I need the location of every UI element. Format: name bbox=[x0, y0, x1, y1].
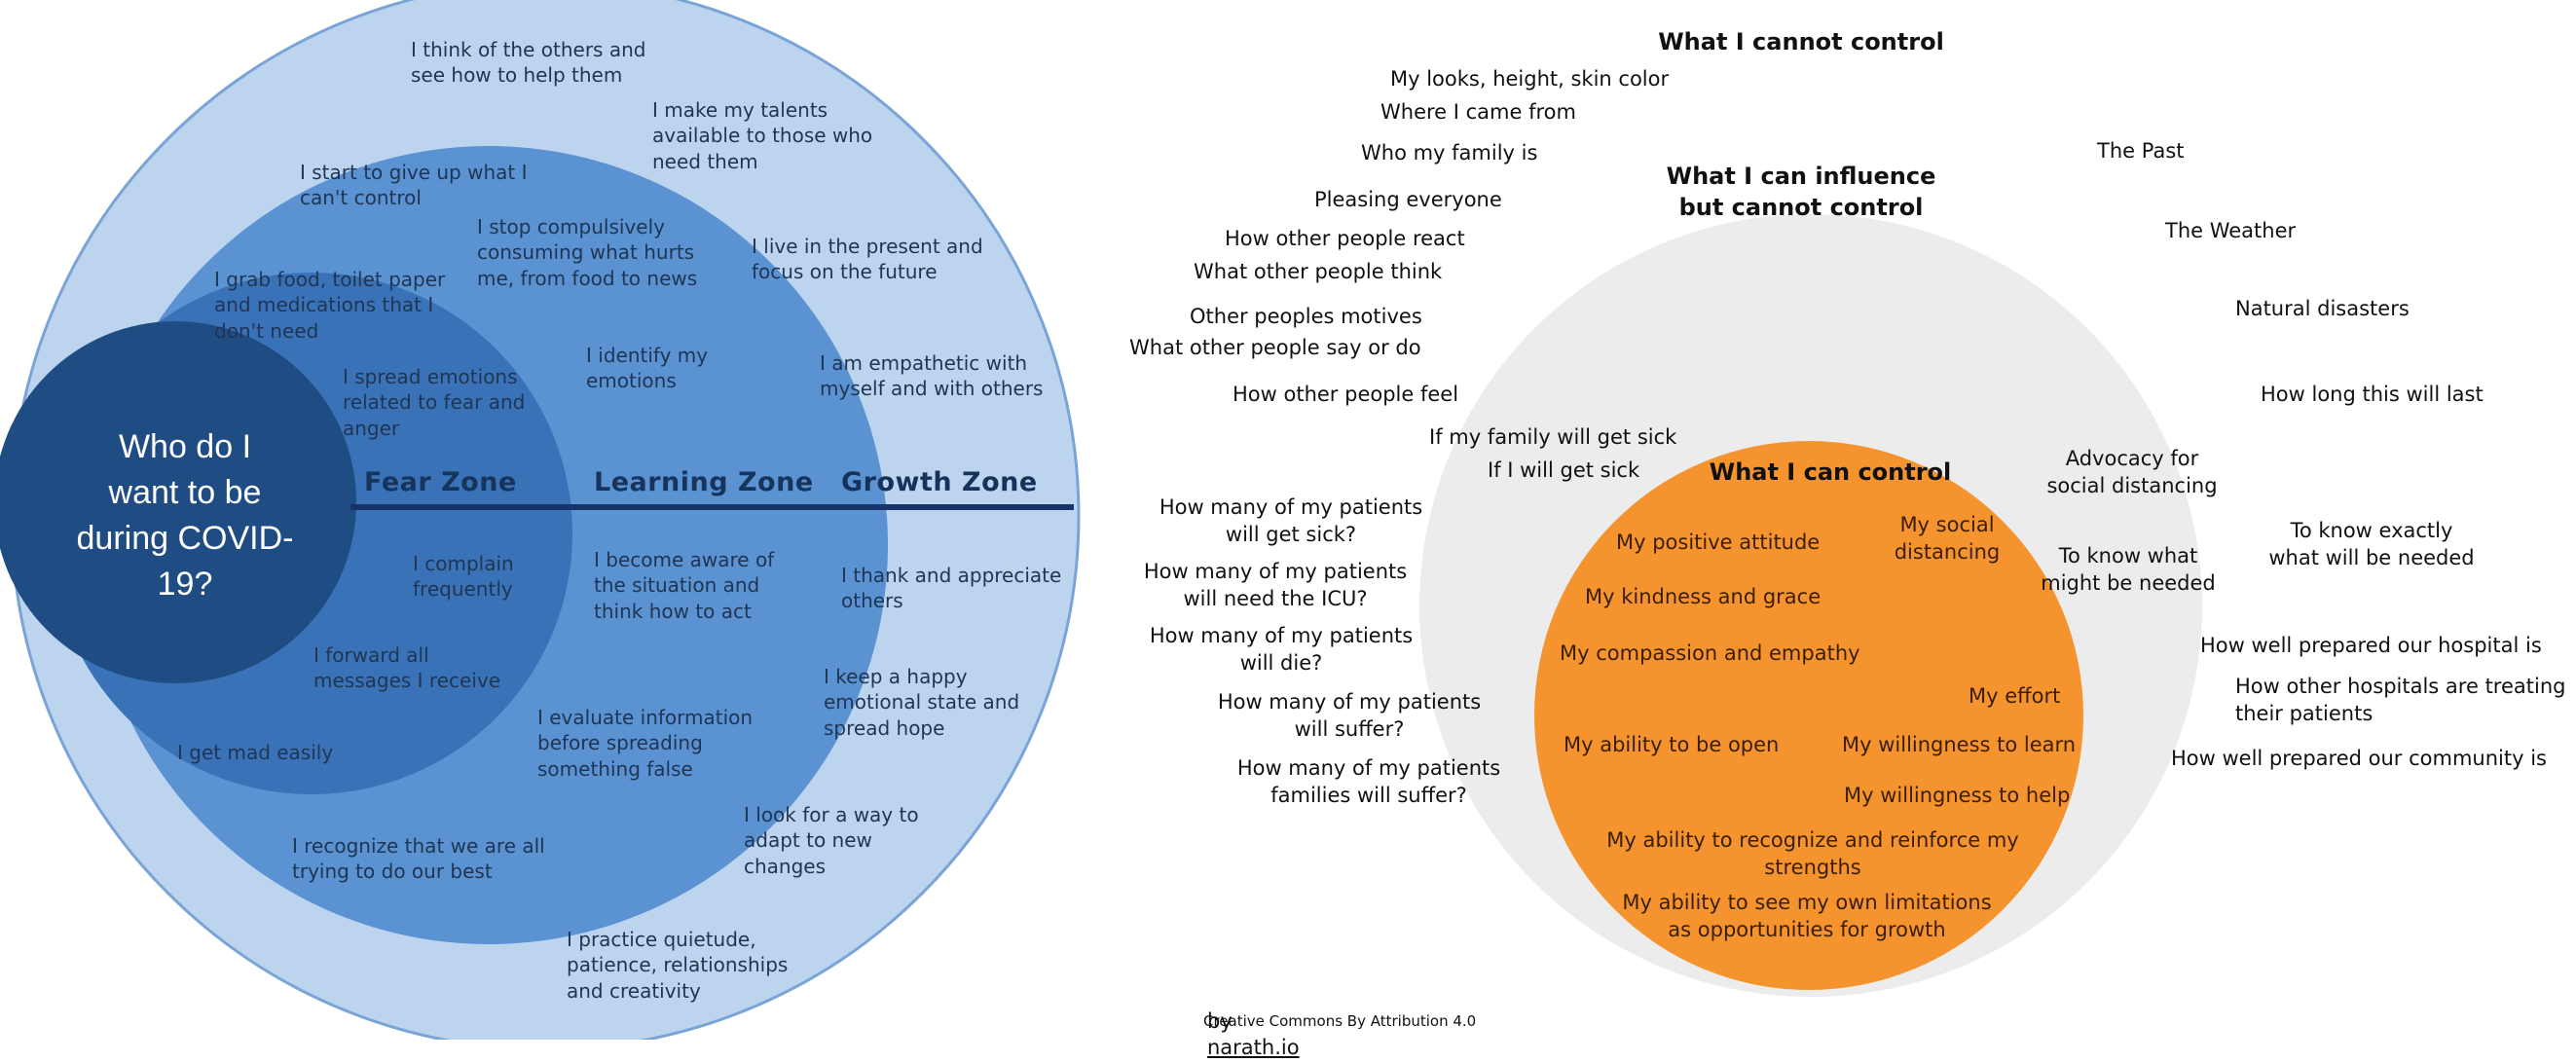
cannot-control-item: To know exactly what will be needed bbox=[2268, 519, 2475, 569]
zones-diagram bbox=[0, 0, 1081, 1040]
cannot-control-item: How many of my patients will suffer? bbox=[1217, 690, 1482, 741]
center-question: Who do I want to be during COVID- 19? bbox=[76, 428, 294, 603]
control-diagram bbox=[1419, 214, 2202, 997]
cannot-control-item: How well prepared our community is bbox=[2171, 747, 2547, 770]
cannot-control-item: Who my family is bbox=[1361, 141, 1538, 165]
growth-item: I live in the present and focus on the f… bbox=[752, 235, 983, 284]
cannot-control-item: My looks, height, skin color bbox=[1390, 67, 1670, 91]
control-item: My positive attitude bbox=[1616, 531, 1821, 554]
influence-item: If my family will get sick bbox=[1429, 425, 1677, 449]
growth-item: I am empathetic with myself and with oth… bbox=[820, 351, 1044, 401]
fear-item: I grab food, toilet paper and medication… bbox=[214, 268, 446, 343]
fear-item: I forward all messages I receive bbox=[313, 643, 501, 693]
control-item: My ability to recognize and reinforce my… bbox=[1606, 828, 2019, 879]
growth-zone-label: Growth Zone bbox=[841, 467, 1038, 497]
control-item: My kindness and grace bbox=[1585, 585, 1822, 608]
cannot-control-item: The Weather bbox=[2165, 219, 2297, 242]
control-item: My compassion and empathy bbox=[1560, 641, 1860, 665]
growth-item: I practice quietude, patience, relations… bbox=[567, 928, 789, 1003]
control-title: What I can control bbox=[1709, 458, 1952, 486]
cannot-control-item: How many of my patients will get sick? bbox=[1159, 495, 1423, 546]
learning-item: I become aware of the situation and thin… bbox=[594, 548, 775, 623]
influence-item: Advocacy for social distancing bbox=[2046, 447, 2218, 497]
cannot-control-item: How long this will last bbox=[2261, 383, 2484, 406]
cannot-control-item: Natural disasters bbox=[2235, 297, 2410, 320]
control-item: My effort bbox=[1969, 684, 2061, 708]
cannot-control-item: How many of my patients families will su… bbox=[1236, 756, 1501, 807]
cannot-control-item: How other hospitals are treating their p… bbox=[2235, 675, 2566, 725]
control-item: My ability to see my own limitations as … bbox=[1622, 891, 1992, 941]
cannot-control-item: How other people react bbox=[1225, 227, 1465, 250]
cannot-control-item: How many of my patients will die? bbox=[1149, 624, 1414, 675]
growth-item: I think of the others and see how to hel… bbox=[411, 38, 646, 88]
cannot-control-item: Pleasing everyone bbox=[1314, 188, 1502, 211]
fear-item: I get mad easily bbox=[177, 741, 334, 764]
fear-zone-label: Fear Zone bbox=[364, 467, 517, 497]
cannot-control-item: How well prepared our hospital is bbox=[2200, 634, 2542, 657]
growth-item: I thank and appreciate others bbox=[841, 564, 1062, 613]
growth-item: I make my talents available to those who… bbox=[652, 98, 873, 173]
learning-zone-label: Learning Zone bbox=[594, 467, 814, 497]
fear-item: I spread emotions related to fear and an… bbox=[343, 365, 526, 440]
learning-item: I identify my emotions bbox=[586, 344, 709, 393]
control-item: My social distancing bbox=[1894, 513, 2001, 564]
control-circle bbox=[1534, 441, 2083, 990]
diagrams-canvas bbox=[0, 0, 2202, 1040]
attribution-prefix: by bbox=[1207, 1008, 1233, 1033]
control-item: My ability to be open bbox=[1564, 733, 1780, 756]
cannot-control-item: How other people feel bbox=[1233, 383, 1459, 406]
cannot-control-item: What other people say or do bbox=[1129, 336, 1421, 359]
cannot-control-title: What I cannot control bbox=[1658, 28, 1944, 55]
learning-item: I start to give up what I can't control bbox=[300, 161, 528, 210]
influence-item: If I will get sick bbox=[1488, 458, 1640, 482]
cannot-control-item: Other peoples motives bbox=[1190, 305, 1422, 328]
license-text: Creative Commons By Attribution 4.0 bbox=[1203, 1012, 1477, 1030]
control-item: My willingness to help bbox=[1844, 784, 2071, 807]
cannot-control-item: The Past bbox=[2097, 139, 2185, 163]
cannot-control-item: How many of my patients will need the IC… bbox=[1143, 560, 1408, 610]
fear-item: I complain frequently bbox=[413, 552, 514, 602]
growth-item: I keep a happy emotional state and sprea… bbox=[824, 665, 1020, 740]
cannot-control-item: What other people think bbox=[1194, 260, 1443, 283]
center-circle bbox=[0, 321, 356, 683]
author-link[interactable]: narath.io bbox=[1207, 1036, 1300, 1060]
cannot-control-item: Where I came from bbox=[1380, 100, 1576, 124]
growth-item: I look for a way to adapt to new changes bbox=[744, 803, 919, 878]
influence-title: What I can influence but cannot control bbox=[1666, 163, 1936, 221]
learning-item: I recognize that we are all trying to do… bbox=[292, 834, 545, 884]
control-item: My willingness to learn bbox=[1842, 733, 2077, 756]
influence-item: To know what might be needed bbox=[2041, 544, 2216, 595]
learning-item: I stop compulsively consuming what hurts… bbox=[477, 215, 698, 290]
learning-item: I evaluate information before spreading … bbox=[537, 706, 754, 781]
